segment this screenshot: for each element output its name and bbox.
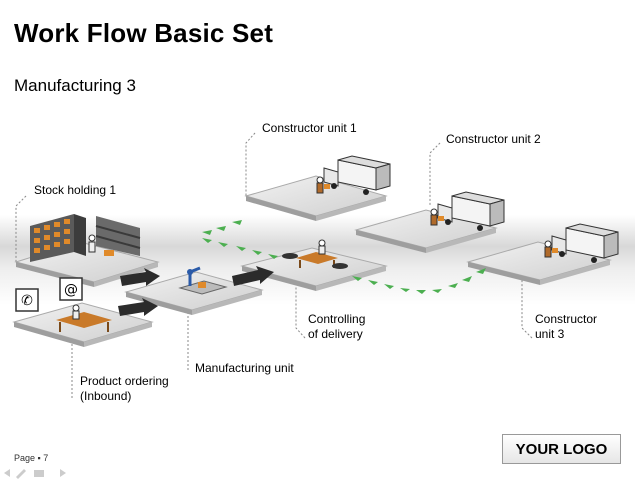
slide-nav-controls[interactable] xyxy=(2,466,72,480)
page-number: Page ▪ 7 xyxy=(14,453,49,463)
logo-placeholder: YOUR LOGO xyxy=(502,434,621,464)
page-title: Work Flow Basic Set xyxy=(14,18,274,48)
leader-stock xyxy=(15,195,27,262)
page-subtitle: Manufacturing 3 xyxy=(14,76,136,95)
label-product-ordering: Product ordering (Inbound) xyxy=(80,374,169,404)
next-icon[interactable] xyxy=(60,469,66,477)
label-manufacturing: Manufacturing unit xyxy=(195,361,294,375)
leader-constructor-2 xyxy=(429,142,441,205)
label-controlling-delivery: Controlling of delivery xyxy=(308,312,365,342)
pen-icon[interactable] xyxy=(16,469,26,479)
leader-controlling xyxy=(295,272,306,339)
label-ordering-line2: (Inbound) xyxy=(80,389,132,403)
platform-manufacturing xyxy=(124,266,264,315)
arrow-manufacturing-to-controlling xyxy=(232,266,274,286)
prev-icon[interactable] xyxy=(4,469,10,477)
label-controlling-line2: of delivery xyxy=(308,327,363,341)
label-stock-holding: Stock holding 1 xyxy=(34,183,117,197)
green-path-to-constructor-1 xyxy=(202,220,278,259)
platform-product-ordering xyxy=(12,302,154,347)
flow-arrows-dark xyxy=(118,266,274,316)
platform-constructor-3 xyxy=(466,223,619,285)
email-glyph: @ xyxy=(64,282,78,298)
platform-constructor-2 xyxy=(354,191,505,253)
truck-2 xyxy=(437,191,505,231)
green-path-to-constructor-3 xyxy=(352,268,486,294)
label-ordering-line1: Product ordering xyxy=(80,374,169,388)
leader-constructor-1 xyxy=(245,132,256,196)
label-constructor-2: Constructor unit 2 xyxy=(446,132,541,146)
phone-icon: ✆ xyxy=(15,288,39,312)
email-icon: @ xyxy=(59,277,83,301)
arrow-ordering-to-manufacturing xyxy=(118,298,158,316)
label-constructor-3-line1: Constructor xyxy=(535,312,598,326)
truck-1 xyxy=(323,155,391,195)
leader-constructor-3 xyxy=(521,268,533,339)
truck-3 xyxy=(551,223,619,263)
platform-constructor-1 xyxy=(244,155,391,221)
label-constructor-1: Constructor unit 1 xyxy=(262,121,357,135)
menu-icon[interactable] xyxy=(34,470,44,477)
label-constructor-3-line2: unit 3 xyxy=(535,327,565,341)
arrow-stock-to-manufacturing xyxy=(120,268,160,286)
flow-arrows-green xyxy=(202,220,486,294)
label-constructor-3: Constructor unit 3 xyxy=(535,312,597,342)
leader-lines xyxy=(15,132,533,398)
phone-glyph: ✆ xyxy=(21,293,33,309)
label-controlling-line1: Controlling xyxy=(308,312,366,326)
